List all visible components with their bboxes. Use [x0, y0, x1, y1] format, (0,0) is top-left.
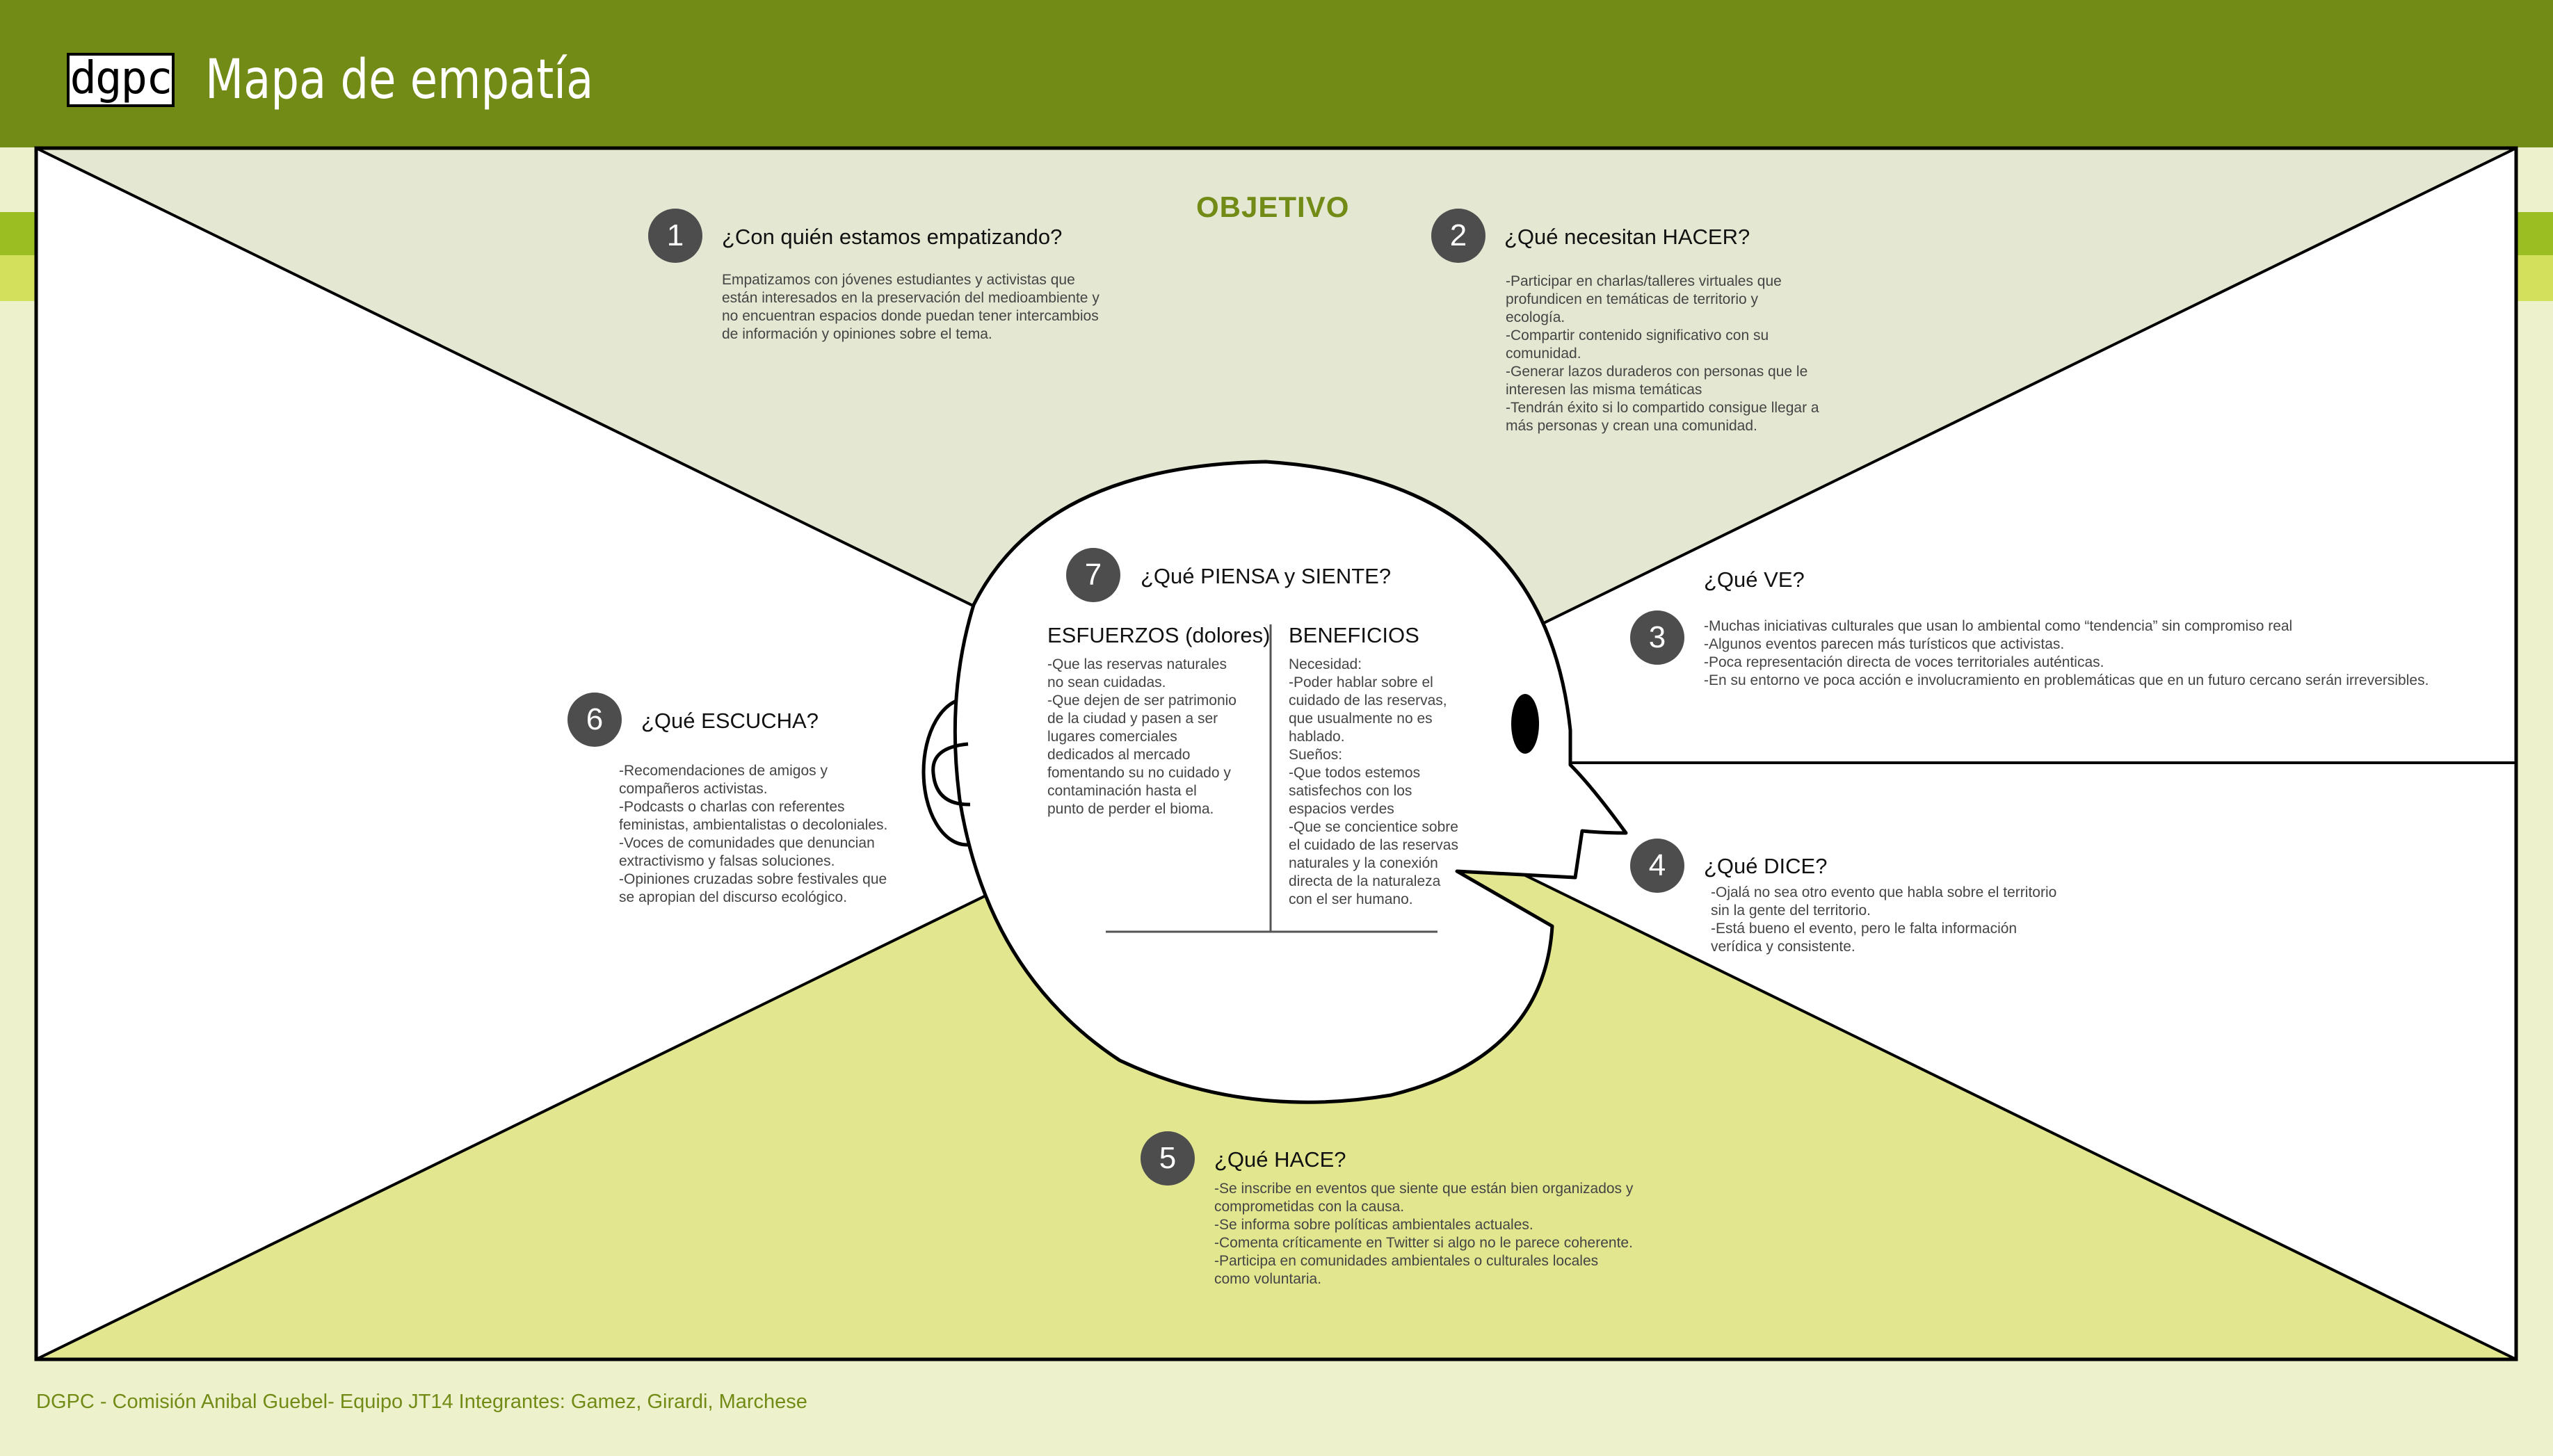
section-2-text: -Participar en charlas/talleres virtuale… — [1506, 273, 1819, 434]
section-2-number: 2 — [1431, 209, 1485, 263]
objective-label: OBJETIVO — [1196, 191, 1350, 223]
section-2-title: ¿Qué necesitan HACER? — [1504, 225, 1750, 249]
map-frame-border — [34, 146, 2518, 1361]
section-3-title: ¿Qué VE? — [1704, 567, 1805, 592]
section-7-number: 7 — [1066, 548, 1120, 602]
page-title: Mapa de empatía — [205, 49, 594, 111]
logo: dgpc — [67, 53, 175, 107]
section-6-text: -Recomendaciones de amigos y compañeros … — [619, 763, 888, 905]
section-1-text: Empatizamos con jóvenes estudiantes y ac… — [722, 272, 1100, 342]
section-1-title: ¿Con quién estamos empatizando? — [722, 225, 1063, 249]
ear-detail — [931, 742, 971, 807]
section-5-text: -Se inscribe en eventos que siente que e… — [1214, 1181, 1634, 1287]
gains-title: BENEFICIOS — [1289, 623, 1419, 647]
section-3-text: -Muchas iniciativas culturales que usan … — [1704, 618, 2429, 688]
section-6-title: ¿Qué ESCUCHA? — [641, 709, 819, 733]
section-4-title: ¿Qué DICE? — [1704, 854, 1828, 878]
pains-title: ESFUERZOS (dolores) — [1047, 623, 1271, 647]
section-5-number: 5 — [1141, 1131, 1195, 1186]
eye — [1511, 694, 1539, 754]
footer-credits: DGPC - Comisión Anibal Guebel- Equipo JT… — [36, 1391, 807, 1413]
section-1-number: 1 — [648, 209, 702, 263]
section-7-title: ¿Qué PIENSA y SIENTE? — [1141, 564, 1392, 588]
section-6-number: 6 — [567, 693, 622, 747]
pains-text: -Que las reservas naturales no sean cuid… — [1047, 656, 1237, 817]
gains-text: Necesidad: -Poder hablar sobre el cuidad… — [1289, 656, 1458, 907]
section-4-text: -Ojalá no sea otro evento que habla sobr… — [1711, 884, 2057, 955]
top-panel — [36, 148, 2516, 754]
section-5-title: ¿Qué HACE? — [1214, 1147, 1346, 1172]
head-outline — [953, 460, 1628, 1104]
section-4-number: 4 — [1630, 839, 1684, 893]
section-3-number: 3 — [1630, 610, 1684, 665]
header-bar — [0, 0, 2553, 147]
